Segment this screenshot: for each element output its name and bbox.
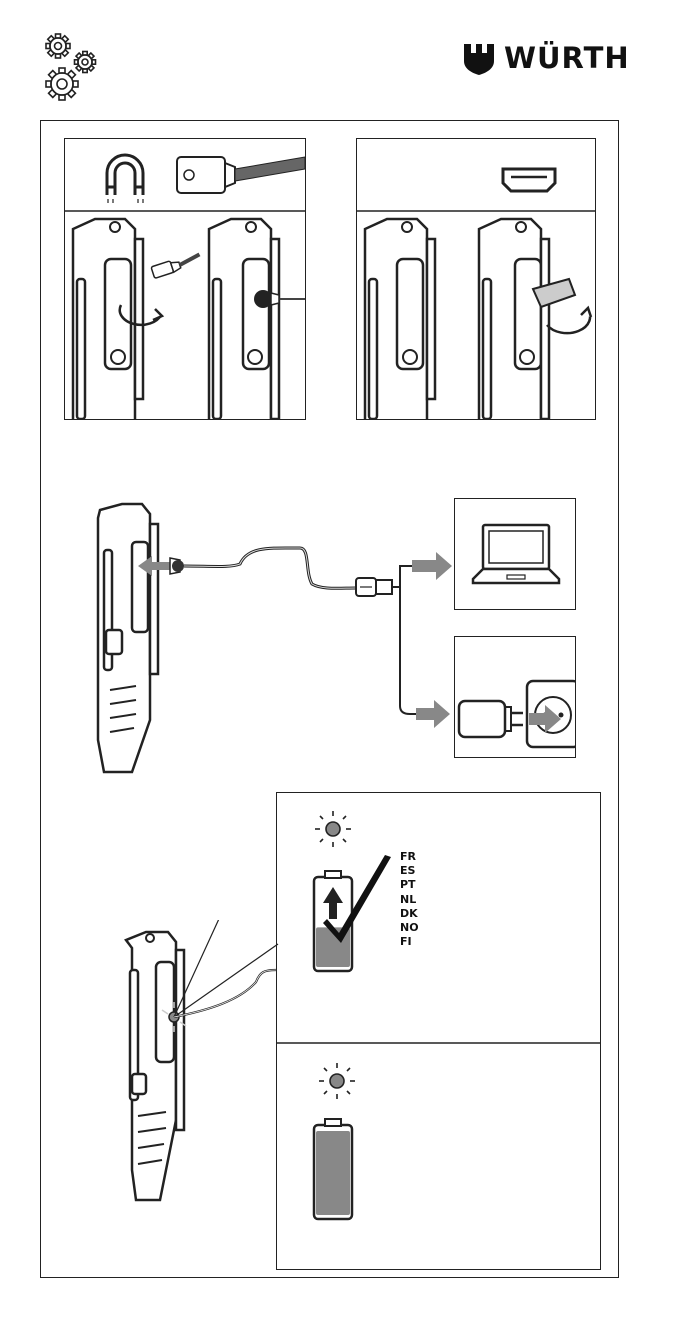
magnetic-charging-plug-icon bbox=[177, 157, 305, 193]
brand-name: WÜRTH bbox=[504, 41, 630, 75]
led-indicator-icon bbox=[315, 811, 351, 847]
language-codes: FR ES PT NL DK NO FI bbox=[400, 850, 419, 949]
lang-code: ES bbox=[400, 864, 419, 878]
lang-code: PT bbox=[400, 878, 419, 892]
lang-code: NL bbox=[400, 893, 419, 907]
laptop-box bbox=[454, 498, 576, 610]
magnet-icon bbox=[107, 155, 143, 195]
lang-code: NO bbox=[400, 921, 419, 935]
battery-full-icon bbox=[314, 1119, 352, 1219]
lang-code: FR bbox=[400, 850, 419, 864]
usb-cable-icon bbox=[170, 548, 392, 596]
rotate-arrow-icon bbox=[547, 308, 591, 333]
lang-code: FI bbox=[400, 935, 419, 949]
wurth-logo-icon bbox=[462, 41, 496, 75]
brand-logo: WÜRTH bbox=[462, 40, 630, 76]
laptop-icon bbox=[455, 499, 576, 610]
lang-code: DK bbox=[400, 907, 419, 921]
led-indicator-icon bbox=[319, 1063, 355, 1099]
wall-socket-box bbox=[454, 636, 576, 758]
flashlight-led-detail bbox=[110, 920, 300, 1210]
micro-usb-port-icon bbox=[503, 169, 555, 191]
panel-magnetic-charger bbox=[64, 138, 306, 420]
arrow-right-icon bbox=[416, 700, 450, 728]
status-panel bbox=[276, 792, 601, 1270]
wall-plug-adapter-icon bbox=[459, 701, 523, 737]
panel-micro-usb bbox=[356, 138, 596, 420]
arrow-right-icon bbox=[412, 552, 452, 580]
gears-icon bbox=[38, 28, 104, 106]
